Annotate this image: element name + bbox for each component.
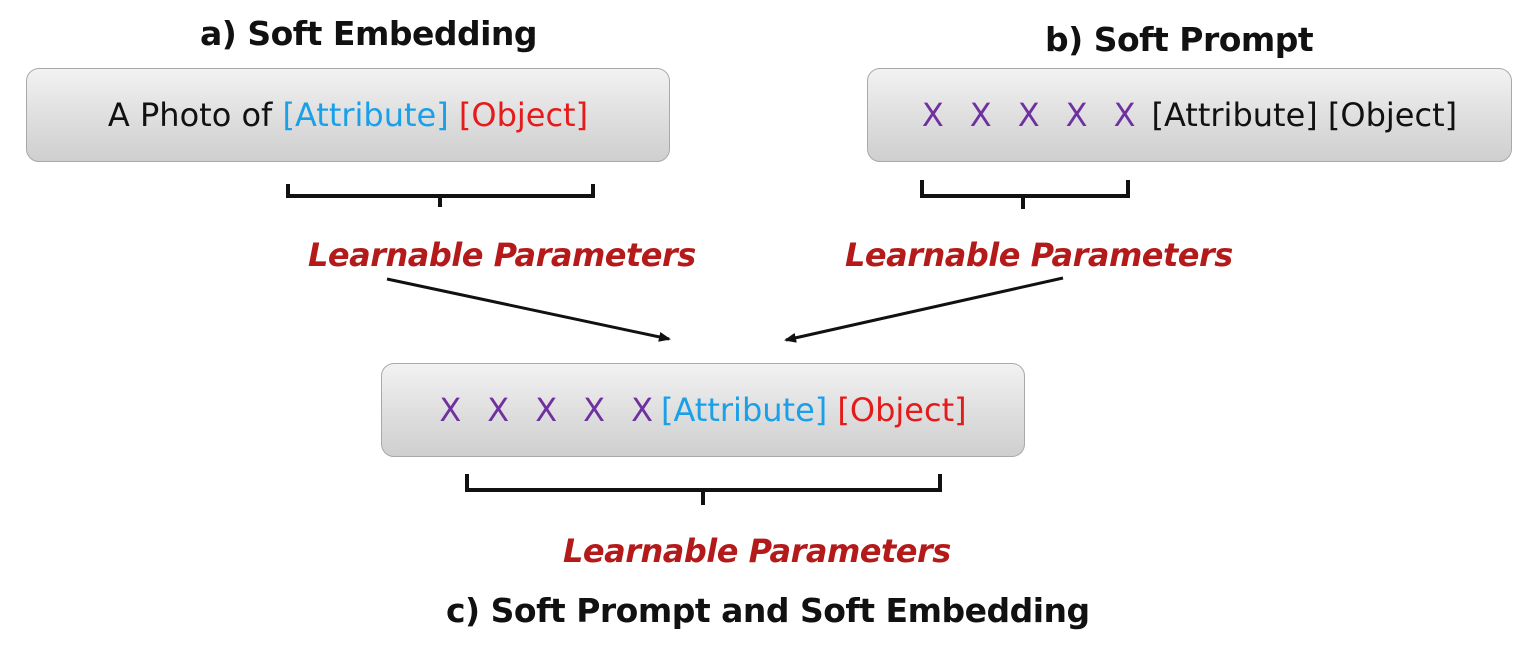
soft-token: X: [487, 391, 510, 429]
attribute-token: [Attribute]: [660, 391, 828, 429]
object-token: [Object]: [458, 96, 589, 134]
soft-token: X: [631, 391, 653, 429]
prompt-prefix: A Photo of: [107, 96, 273, 134]
object-token: [Object]: [837, 391, 967, 429]
soft-token: X: [1065, 96, 1088, 134]
panel-c-title: c) Soft Prompt and Soft Embedding: [446, 591, 1090, 630]
bracket-a: [286, 184, 595, 207]
panel-a-title: a) Soft Embedding: [200, 14, 538, 53]
object-token: [Object]: [1327, 96, 1458, 134]
panel-a-prompt-box: A Photo of [Attribute] [Object]: [26, 68, 670, 162]
bracket-c: [465, 474, 942, 505]
arrow-b-to-c: [784, 276, 1064, 343]
panel-b-title: b) Soft Prompt: [1045, 20, 1314, 59]
bracket-b: [920, 180, 1130, 209]
soft-token: X: [921, 96, 944, 134]
soft-token: X: [583, 391, 606, 429]
attribute-token: [Attribute]: [1151, 96, 1318, 134]
panel-c-learnable-label: Learnable Parameters: [563, 532, 951, 570]
soft-token: X: [1113, 96, 1136, 134]
panel-a-learnable-label: Learnable Parameters: [308, 236, 696, 274]
soft-token: X: [439, 391, 462, 429]
attribute-token: [Attribute]: [282, 96, 449, 134]
soft-token: X: [969, 96, 992, 134]
panel-b-learnable-label: Learnable Parameters: [845, 236, 1233, 274]
arrow-a-to-c: [386, 277, 671, 342]
soft-token: X: [1017, 96, 1040, 134]
soft-token: X: [535, 391, 558, 429]
